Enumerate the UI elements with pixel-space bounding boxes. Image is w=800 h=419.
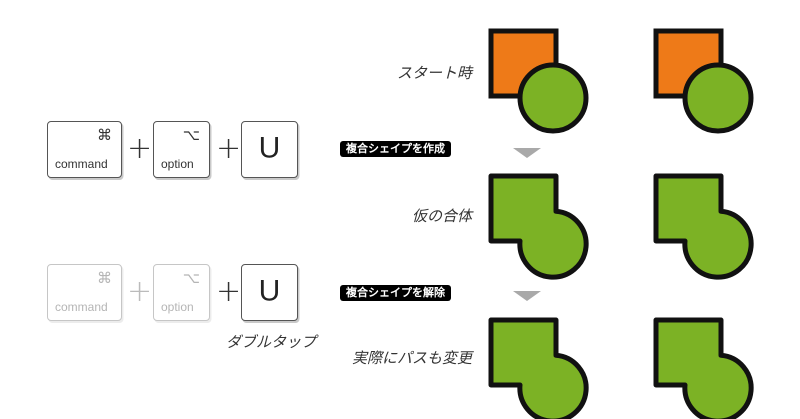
union-shape-left xyxy=(488,173,589,280)
plus-sign: + xyxy=(216,274,242,309)
release-compound-shape-tag: 複合シェイプを解除 xyxy=(340,285,451,301)
down-arrow-icon xyxy=(513,291,541,301)
u-key[interactable]: U xyxy=(241,121,298,178)
command-symbol-icon: ⌘ xyxy=(97,126,112,144)
start-shapes-left xyxy=(488,28,589,134)
plus-sign: + xyxy=(216,131,242,166)
command-key[interactable]: ⌘ command xyxy=(47,121,122,178)
create-compound-shape-tag: 複合シェイプを作成 xyxy=(340,141,451,157)
union-shape-right xyxy=(653,173,754,280)
start-shapes-right xyxy=(653,28,754,134)
option-symbol-icon: ⌥ xyxy=(182,269,200,287)
command-key-faded: ⌘ command xyxy=(47,264,122,321)
command-symbol-icon: ⌘ xyxy=(97,269,112,287)
green-circle xyxy=(682,62,754,134)
command-key-label: command xyxy=(55,300,108,314)
expanded-shape-right xyxy=(653,317,754,419)
green-circle xyxy=(517,62,589,134)
expanded-shape-left xyxy=(488,317,589,419)
option-key[interactable]: ⌥ option xyxy=(153,121,210,178)
step-label-actual-path: 実際にパスも変更 xyxy=(351,349,472,367)
plus-sign: + xyxy=(127,131,153,166)
plus-sign: + xyxy=(127,274,153,309)
u-key-double-tap[interactable]: U xyxy=(241,264,298,321)
option-key-label: option xyxy=(161,157,194,171)
double-tap-note: ダブルタップ xyxy=(226,333,317,351)
down-arrow-icon xyxy=(513,148,541,158)
option-key-label: option xyxy=(161,300,194,314)
step-label-start: スタート時 xyxy=(396,64,472,82)
step-label-temp-union: 仮の合体 xyxy=(411,207,472,225)
option-symbol-icon: ⌥ xyxy=(182,126,200,144)
command-key-label: command xyxy=(55,157,108,171)
u-key-label: U xyxy=(258,130,281,164)
option-key-faded: ⌥ option xyxy=(153,264,210,321)
u-key-label: U xyxy=(258,273,281,307)
